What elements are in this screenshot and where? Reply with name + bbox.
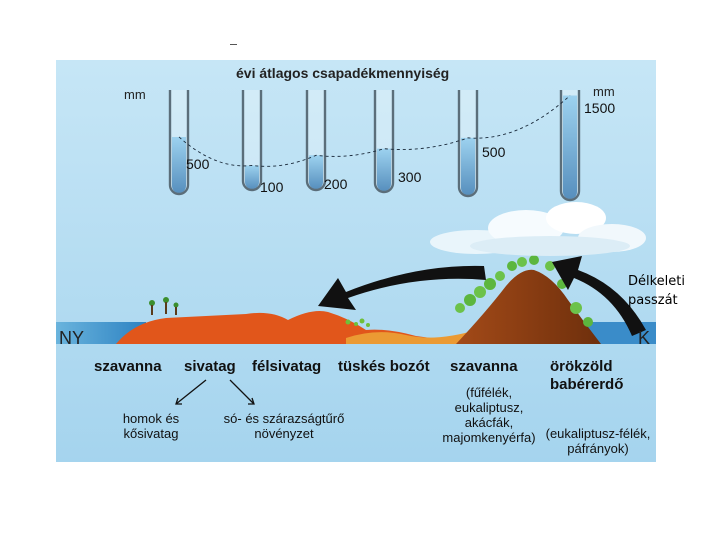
zone-label: félsivatag bbox=[252, 358, 322, 375]
tube-glass bbox=[559, 90, 581, 202]
precipitation-trend-line bbox=[178, 95, 571, 167]
tube-glass bbox=[241, 90, 263, 192]
forest-trees bbox=[455, 255, 593, 327]
unit-left: mm bbox=[124, 87, 146, 102]
zone-label: szavanna bbox=[450, 358, 518, 375]
sivatag-split-arrows bbox=[175, 379, 255, 405]
tube-fluid bbox=[309, 155, 323, 189]
tube-glass bbox=[373, 90, 395, 194]
tube-value-label: 200 bbox=[324, 176, 348, 192]
sky-background bbox=[56, 60, 656, 462]
tube-value-label: 500 bbox=[186, 156, 210, 172]
zone-label: örökzöld babérerdő bbox=[550, 358, 624, 393]
savanna-trees bbox=[149, 297, 179, 315]
tube-glass bbox=[305, 90, 327, 192]
trade-wind-arrow bbox=[552, 256, 646, 336]
zone-label: tüskés bozót bbox=[338, 358, 430, 375]
direction-east: K bbox=[638, 328, 651, 348]
rain-gauge-tubes bbox=[168, 90, 581, 202]
scrub-land bbox=[346, 330, 486, 344]
scrub-bushes bbox=[345, 318, 370, 327]
stray-mark bbox=[230, 44, 237, 45]
tube-fluid bbox=[563, 95, 577, 199]
note-sand-desert: homok és kősivatag bbox=[122, 411, 180, 441]
direction-west: NY bbox=[59, 328, 85, 348]
zone-label: szavanna bbox=[94, 358, 162, 375]
tube-fluid bbox=[377, 148, 391, 191]
tube-glass bbox=[457, 90, 479, 198]
tube-value-label: 1500 bbox=[584, 100, 616, 116]
note-savanna-plants: (fűfélék, eukaliptusz, akácfák, majomken… bbox=[442, 385, 536, 445]
note-laurel-plants: (eukaliptusz-félék, páfrányok) bbox=[545, 426, 651, 456]
precipitation-diagram: évi átlagos csapadékmennyiség mm mm 500 … bbox=[56, 60, 656, 462]
upper-air-arrow bbox=[318, 265, 486, 310]
tube-value-label: 500 bbox=[482, 144, 506, 160]
tube-value-label: 100 bbox=[260, 179, 284, 195]
unit-right: mm bbox=[593, 84, 615, 99]
trade-wind-label: Délkeleti passzát bbox=[628, 274, 686, 308]
tube-value-label: 300 bbox=[398, 169, 422, 185]
note-salt-plants: só- és szárazságtűrő növényzet bbox=[223, 411, 345, 441]
chart-title: évi átlagos csapadékmennyiség bbox=[236, 65, 450, 81]
zone-label: sivatag bbox=[184, 358, 236, 375]
coastal-mountain bbox=[456, 269, 601, 344]
tube-fluid bbox=[172, 136, 186, 193]
tube-fluid bbox=[245, 165, 259, 189]
tube-fluid bbox=[461, 137, 475, 195]
diagram-graphics bbox=[56, 60, 656, 462]
tube-glass bbox=[168, 90, 190, 196]
cloud bbox=[430, 202, 646, 256]
